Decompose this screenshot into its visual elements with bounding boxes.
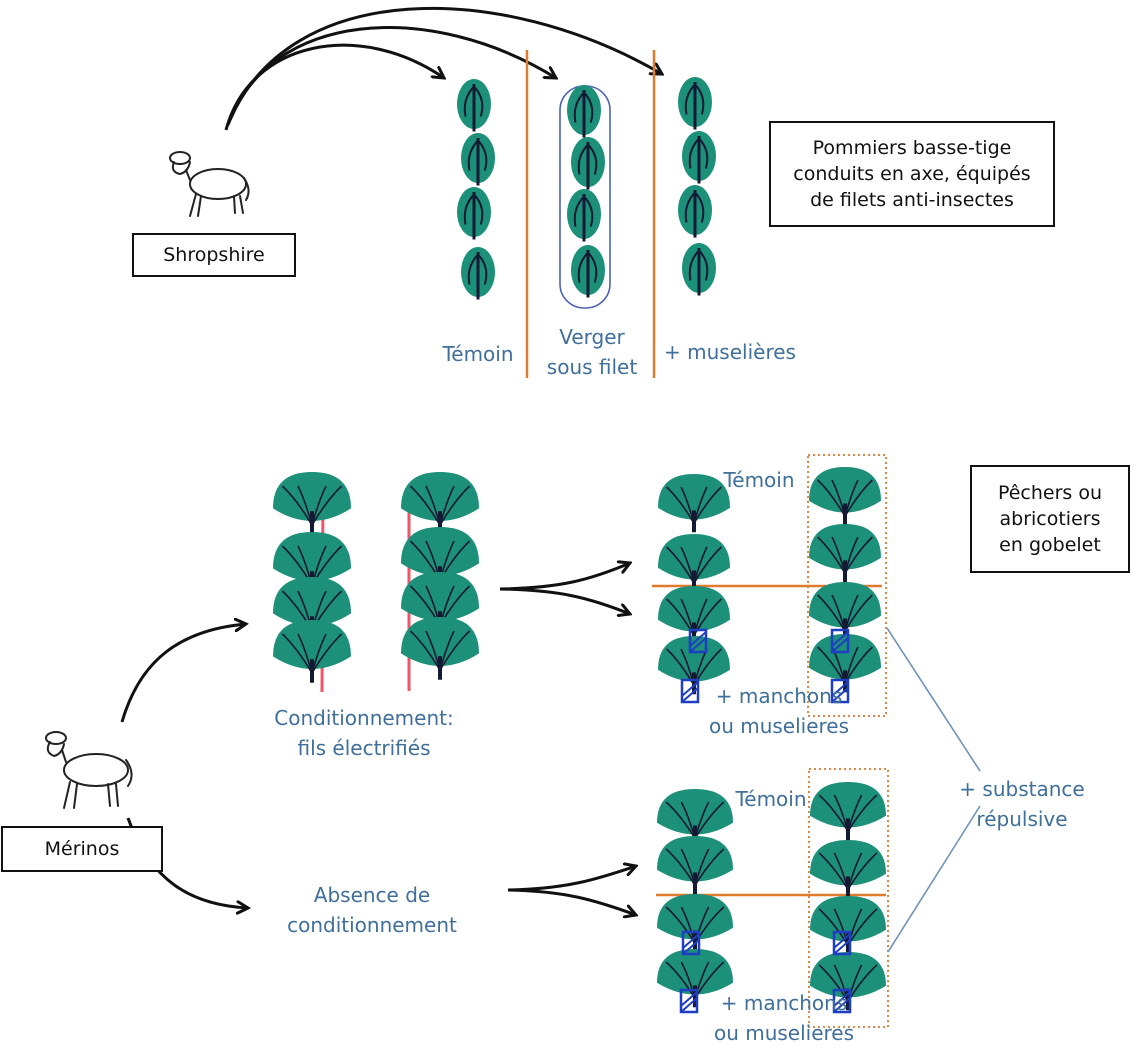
subgroup-control-label: Témoin (723, 468, 795, 492)
apple-tree-icon (682, 243, 716, 296)
peach-tree-icon (810, 840, 886, 899)
shropshire-sheep-icon (169, 151, 250, 217)
apple-tree-icon (461, 247, 495, 300)
peach-tree-icon (658, 636, 730, 695)
apple-tree-icon (571, 137, 605, 190)
trunk-sleeve-icon (680, 678, 700, 704)
repellent-zone-box (808, 768, 889, 1028)
breed-box-merinos: Mérinos (1, 826, 163, 872)
apple-tree-icon (678, 77, 712, 130)
peach-tree-icon (658, 586, 730, 645)
trunk-sleeve-icon (832, 930, 852, 956)
repellent-connector (886, 627, 981, 772)
peach-tree-icon (810, 896, 886, 955)
apple-section (169, 6, 716, 378)
peach-tree-icon (658, 534, 730, 593)
peach-tree-icon (657, 836, 733, 895)
arrow-to-muzzle (228, 6, 662, 121)
treatment-label-net: Verger sous filet (546, 325, 638, 379)
subgroup-control-label: Témoin (735, 787, 807, 811)
fork-arrow-upper (499, 563, 630, 591)
peach-tree-icon (273, 472, 351, 535)
trunk-sleeve-icon (688, 628, 708, 654)
treatment-label-control: Témoin (442, 342, 514, 366)
trunk-sleeve-icon (830, 628, 850, 654)
fork-arrow-lower (499, 587, 630, 614)
peach-tree-icon (273, 620, 351, 683)
branch-label-conditioning: Conditionnement: fils électrifiés (274, 706, 454, 760)
trunk-sleeve-icon (830, 678, 850, 704)
apple-tree-icon (461, 133, 495, 186)
peach-tree-icon (657, 949, 733, 1008)
apple-tree-icon (567, 189, 601, 242)
arrow-to-net (226, 26, 556, 126)
peach-tree-icon (809, 582, 881, 641)
merinos-sheep-icon (45, 731, 133, 809)
peach-tree-icon (810, 782, 886, 841)
apple-tree-icon (567, 85, 601, 138)
apple-tree-icon (571, 245, 605, 298)
peach-tree-icon (657, 894, 733, 953)
apple-tree-icon (678, 185, 712, 238)
arrow-to-control (224, 43, 444, 131)
peach-description-box: Pêchers ou abricotiers en gobelet (970, 465, 1130, 573)
subgroup-sleeve-label: + manchons ou muselieres (708, 684, 850, 738)
apple-tree-icon (457, 79, 491, 132)
trunk-sleeve-icon (681, 930, 701, 956)
breed-box-shropshire: Shropshire (132, 233, 296, 277)
branch-label-no-conditioning: Absence de conditionnement (287, 883, 457, 937)
repellent-connector (887, 805, 981, 953)
peach-section (45, 454, 981, 1028)
subgroup-sleeve-label: + manchons ou muselieres (713, 991, 855, 1045)
arrow-to-conditioning (120, 624, 246, 723)
peach-tree-icon (401, 472, 479, 535)
peach-tree-icon (658, 474, 730, 533)
apple-description-box: Pommiers basse-tige conduits en axe, équ… (769, 121, 1055, 227)
peach-tree-icon (809, 524, 881, 583)
repellent-label: + substance répulsive (959, 777, 1085, 831)
trunk-sleeve-icon (679, 988, 699, 1014)
peach-tree-icon (401, 617, 479, 680)
fork-arrow-upper (507, 866, 636, 892)
trunk-sleeve-icon (832, 988, 852, 1014)
fork-arrow-lower (507, 888, 636, 915)
treatment-label-muzzle: + muselières (664, 340, 796, 364)
apple-tree-icon (682, 131, 716, 184)
apple-tree-icon (457, 187, 491, 240)
peach-tree-icon (809, 467, 881, 526)
